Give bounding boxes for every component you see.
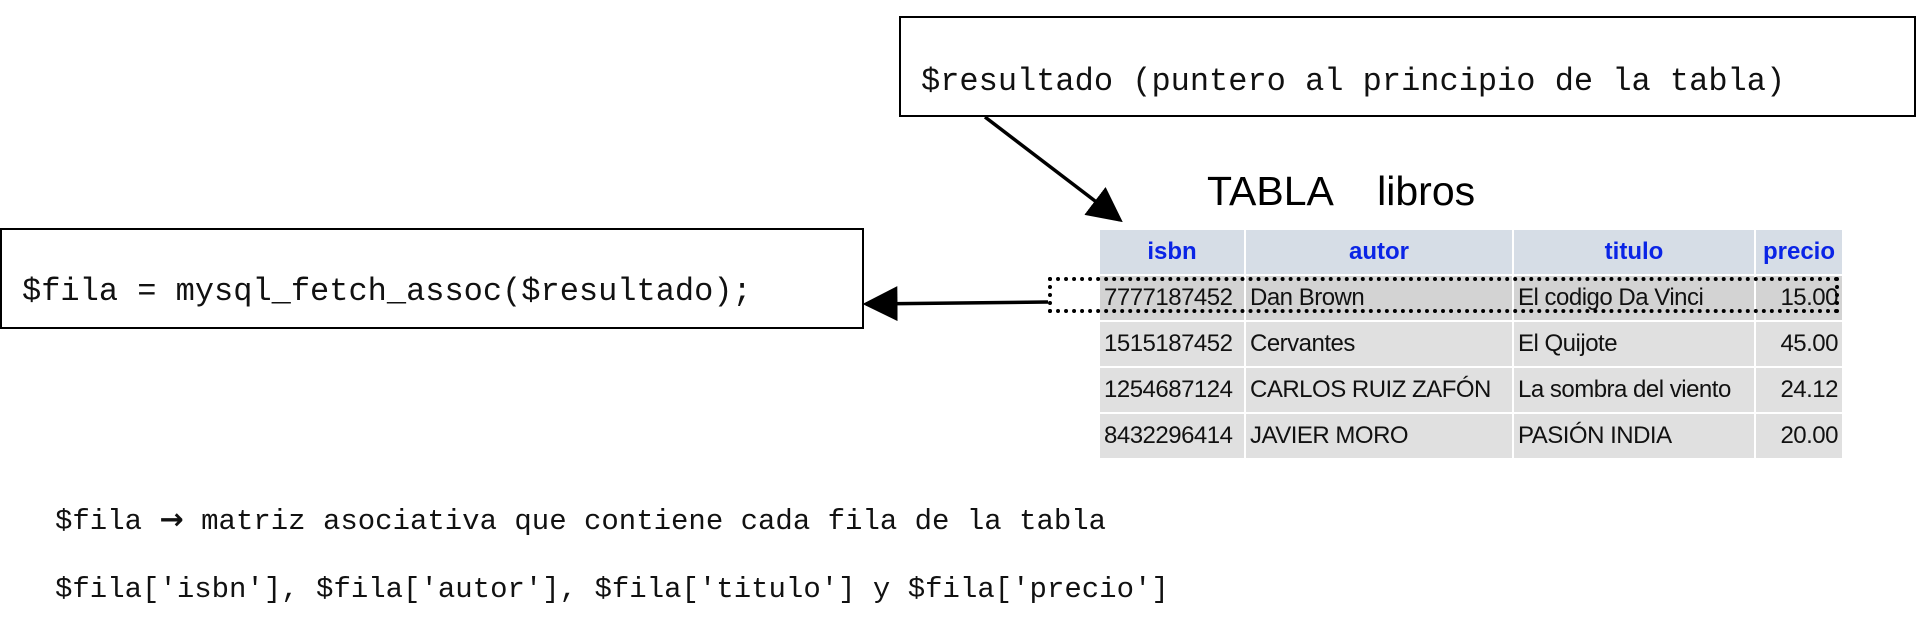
fetch-arrow [862,286,1049,322]
table-row: 7777187452 Dan Brown El codigo Da Vinci … [1100,276,1842,320]
cell-titulo: El codigo Da Vinci [1514,276,1754,320]
books-table: isbn autor titulo precio 7777187452 Dan … [1098,228,1844,460]
fila-callout: $fila = mysql_fetch_assoc($resultado); [0,228,864,329]
cell-autor: Dan Brown [1246,276,1512,320]
cell-isbn: 7777187452 [1100,276,1244,320]
header-isbn: isbn [1100,230,1244,274]
cell-precio: 24.12 [1756,368,1842,412]
fila-callout-text: $fila = mysql_fetch_assoc($resultado); [22,273,752,310]
cell-isbn: 8432296414 [1100,414,1244,458]
note-1-text: matriz asociativa que contiene cada fila… [183,505,1107,538]
right-arrow-icon: → [159,502,184,536]
cell-titulo: PASIÓN INDIA [1514,414,1754,458]
cell-autor: CARLOS RUIZ ZAFÓN [1246,368,1512,412]
cell-precio: 45.00 [1756,322,1842,366]
cell-autor: Cervantes [1246,322,1512,366]
header-autor: autor [1246,230,1512,274]
table-row: 8432296414 JAVIER MORO PASIÓN INDIA 20.0… [1100,414,1842,458]
note-fila-keys: $fila['isbn'], $fila['autor'], $fila['ti… [55,573,1169,606]
cell-autor: JAVIER MORO [1246,414,1512,458]
cell-isbn: 1515187452 [1100,322,1244,366]
resultado-callout-text: $resultado (puntero al principio de la t… [921,63,1786,100]
cell-precio: 15.00 [1756,276,1842,320]
cell-isbn: 1254687124 [1100,368,1244,412]
cell-precio: 20.00 [1756,414,1842,458]
table-row: 1254687124 CARLOS RUIZ ZAFÓN La sombra d… [1100,368,1842,412]
note-1-prefix: $fila [55,505,160,538]
table-row: 1515187452 Cervantes El Quijote 45.00 [1100,322,1842,366]
resultado-callout: $resultado (puntero al principio de la t… [899,16,1916,117]
cell-titulo: La sombra del viento [1514,368,1754,412]
cell-titulo: El Quijote [1514,322,1754,366]
table-header-row: isbn autor titulo precio [1100,230,1842,274]
header-precio: precio [1756,230,1842,274]
header-titulo: titulo [1514,230,1754,274]
table-title: TABLA libros [1207,168,1476,214]
note-fila-description: $fila → matriz asociativa que contiene c… [55,502,1106,538]
pointer-arrow [983,115,1123,223]
